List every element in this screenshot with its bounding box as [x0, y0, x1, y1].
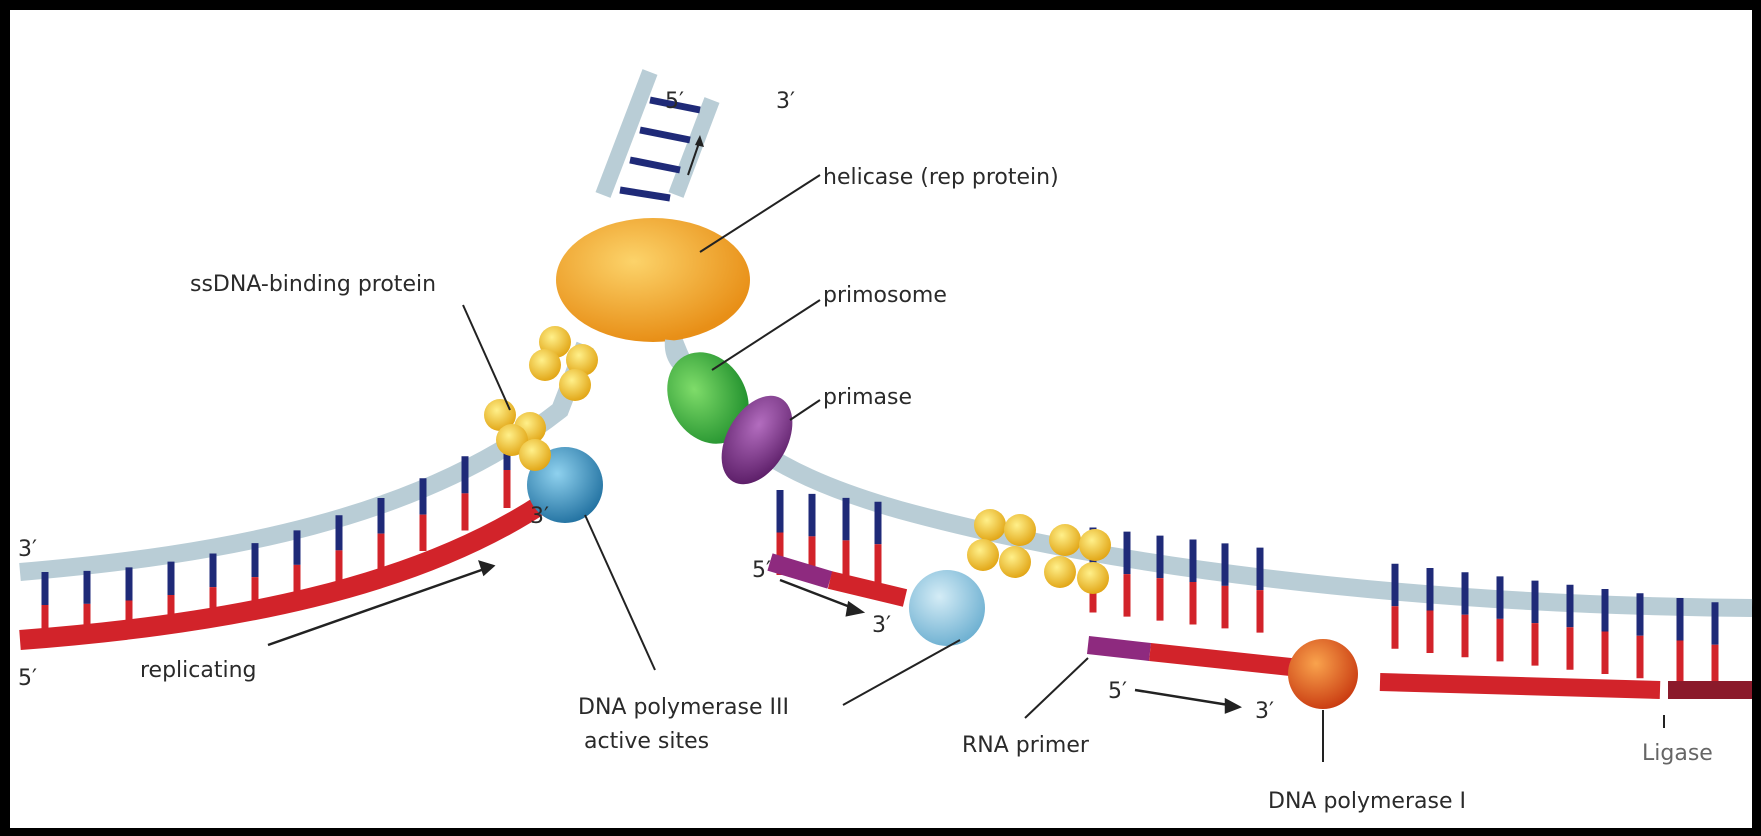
end-label-fragment2-5: 5′	[1108, 679, 1127, 704]
end-label-fragment1-3: 3′	[872, 613, 891, 638]
label-dna-polymerase-iii: DNA polymerase III	[578, 695, 789, 720]
label-primase: primase	[823, 385, 912, 410]
end-label-top-3: 3′	[776, 89, 795, 114]
canvas-background	[10, 10, 1752, 828]
end-label-left-3: 3′	[18, 537, 37, 562]
label-primosome: primosome	[823, 283, 947, 308]
end-label-left-5: 5′	[18, 666, 37, 691]
label-ssdna-binding-protein: ssDNA-binding protein	[190, 272, 436, 297]
dna-polymerase-i	[1288, 639, 1358, 709]
end-label-fragment1-5: 5′	[752, 558, 771, 583]
end-label-top-5: 5′	[665, 89, 684, 114]
label-ligase: Ligase	[1642, 741, 1713, 766]
label-dna-polymerase-i: DNA polymerase I	[1268, 789, 1466, 814]
label-helicase: helicase (rep protein)	[823, 165, 1059, 190]
okazaki-fragment-2-primer	[1088, 645, 1150, 652]
dna-polymerase-iii-lagging	[909, 570, 985, 646]
okazaki-fragment-3	[1380, 682, 1660, 690]
end-label-fragment2-3: 3′	[1255, 699, 1274, 724]
label-replicating: replicating	[140, 658, 257, 683]
label-active-sites: active sites	[584, 729, 709, 754]
label-rna-primer: RNA primer	[962, 733, 1090, 758]
helicase-protein	[556, 218, 750, 342]
end-label-leading-3: 3′	[530, 504, 549, 529]
